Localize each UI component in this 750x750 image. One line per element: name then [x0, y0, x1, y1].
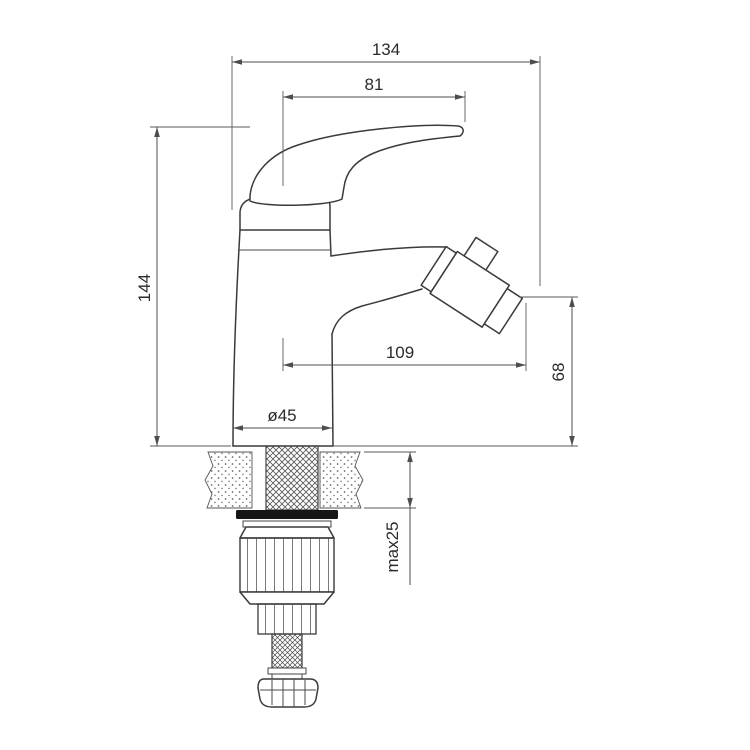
dimension-outlet-height: 68 [334, 296, 578, 447]
faucet-body [232, 229, 448, 447]
dim-label-total-width: 134 [372, 40, 400, 59]
braided-hose [267, 633, 307, 680]
dimension-handle-length: 81 [282, 75, 466, 186]
threaded-shank [265, 445, 319, 511]
aerator-nozzle [420, 236, 523, 335]
hose-nut [257, 678, 319, 708]
dimension-max-thickness: max25 [364, 451, 416, 585]
dim-label-spout-reach: 109 [386, 343, 414, 362]
dim-label-base-diameter: ø45 [267, 406, 296, 425]
dim-label-max-thickness: max25 [383, 521, 402, 572]
dim-label-outlet-height: 68 [549, 363, 568, 382]
dimension-total-height: 144 [135, 126, 250, 447]
rubber-washer [236, 510, 338, 528]
counter-surface-right [319, 451, 364, 509]
faucet-handle-lever [249, 124, 464, 206]
dimension-total-width: 134 [231, 40, 541, 286]
mounting-nut [239, 526, 335, 635]
dimension-spout-reach: 109 [282, 303, 527, 371]
dimension-base-diameter: ø45 [233, 406, 332, 431]
counter-surface-left [204, 451, 253, 509]
dim-label-handle-length: 81 [365, 75, 384, 94]
dim-label-total-height: 144 [135, 274, 154, 302]
